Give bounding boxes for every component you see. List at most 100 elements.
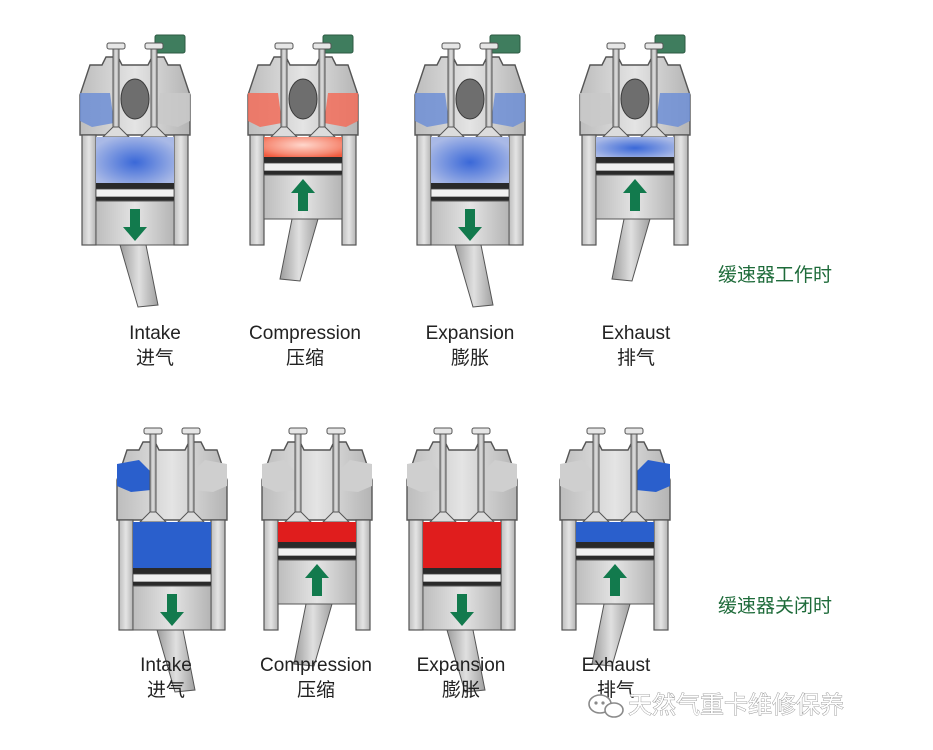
piston-ring [264, 171, 342, 175]
exhaust-port [483, 460, 517, 492]
cylinder-wall-left [581, 134, 597, 246]
connecting-rod [591, 603, 631, 667]
engine-cylinder [116, 427, 228, 693]
arrow-up-icon [623, 179, 647, 211]
valve-cap [326, 427, 346, 435]
cylinder-wall-right [673, 134, 689, 246]
intake-port [560, 460, 594, 492]
exhaust-port [491, 93, 525, 127]
piston-ring [576, 556, 654, 560]
cylinder-wall-right [210, 519, 226, 631]
valve-stem [280, 48, 288, 128]
injector-housing [120, 78, 150, 120]
arrow-up-icon [291, 179, 315, 211]
watermark-text: 天然气重卡维修保养 [628, 691, 844, 719]
row-label: 缓速器工作时 [718, 264, 832, 286]
connecting-rod [279, 218, 319, 282]
arrow-down-icon [160, 594, 184, 626]
combustion-chamber [431, 137, 509, 183]
piston-ring [278, 556, 356, 560]
cylinder-wall-left [81, 134, 97, 246]
piston-band [263, 162, 343, 172]
cylinder-wall-left [118, 519, 134, 631]
stroke-label-en: Compression [260, 655, 372, 676]
connecting-rod [446, 629, 486, 693]
engine-cylinder [579, 34, 691, 282]
exhaust-port [656, 93, 690, 127]
piston-ring [596, 171, 674, 175]
cylinder-wall-left [561, 519, 577, 631]
stroke-label-zh: 排气 [597, 679, 635, 701]
valve-stem [630, 433, 638, 513]
arrow-up-icon [603, 564, 627, 596]
cylinder-wall-left [416, 134, 432, 246]
piston-band [95, 188, 175, 198]
cylinder-wall-left [408, 519, 424, 631]
stroke-label-en: Exhaust [602, 323, 671, 344]
combustion-chamber [596, 137, 674, 157]
piston-band [595, 162, 675, 172]
stroke-label-zh: 进气 [147, 679, 185, 701]
combustion-chamber [264, 137, 342, 157]
valve-cap [274, 42, 294, 50]
engine-cylinder [406, 427, 518, 693]
connecting-rod [454, 244, 494, 308]
exhaust-port [338, 460, 372, 492]
valve-stem [439, 433, 447, 513]
valve-stem [650, 48, 658, 128]
piston-band [422, 573, 502, 583]
valve-stem [485, 48, 493, 128]
intake-port [415, 93, 449, 127]
cylinder-wall-right [500, 519, 516, 631]
injector-housing [620, 78, 650, 120]
valve-cap [586, 427, 606, 435]
piston-ring [431, 197, 509, 201]
piston-ring [96, 183, 174, 189]
valve-cap [433, 427, 453, 435]
valve-cap [441, 42, 461, 50]
arrow-down-icon [123, 209, 147, 241]
cylinder-wall-right [341, 134, 357, 246]
intake-port [407, 460, 441, 492]
valve-cap [312, 42, 332, 50]
stroke-label-zh: 排气 [617, 347, 655, 369]
cylinder-wall-right [355, 519, 371, 631]
watermark: 天然气重卡维修保养 [588, 691, 844, 719]
row-retarder-on: Intake 进气 Compression 压缩 Expansion 膨胀 Ex… [79, 34, 832, 369]
combustion-chamber [576, 522, 654, 542]
chat-bubble-icon [588, 694, 624, 718]
engine-cylinder [261, 427, 373, 667]
piston-band [575, 547, 655, 557]
valve-cap [644, 42, 664, 50]
injector-housing [288, 78, 318, 120]
valve-stem [332, 433, 340, 513]
engine-cylinder [414, 34, 526, 308]
stroke-label-en: Intake [140, 655, 192, 676]
injector-housing [455, 78, 485, 120]
valve-stem [149, 433, 157, 513]
intake-port [117, 460, 151, 492]
valve-stem [447, 48, 455, 128]
piston-ring [596, 157, 674, 163]
intake-port [248, 93, 282, 127]
valve-cap [624, 427, 644, 435]
exhaust-port [193, 460, 227, 492]
valve-stem [294, 433, 302, 513]
engine-cylinder [247, 34, 359, 282]
valve-cap [106, 42, 126, 50]
cylinder-wall-right [173, 134, 189, 246]
cylinder-wall-left [263, 519, 279, 631]
valve-stem [477, 433, 485, 513]
piston-band [132, 573, 212, 583]
combustion-chamber [423, 522, 501, 568]
piston-ring [96, 197, 174, 201]
row-label: 缓速器关闭时 [718, 595, 832, 617]
connecting-rod [156, 629, 196, 693]
combustion-chamber [278, 522, 356, 542]
valve-stem [592, 433, 600, 513]
combustion-chamber [133, 522, 211, 568]
intake-port [580, 93, 614, 127]
stroke-label-en: Compression [249, 323, 361, 344]
valve-cap [143, 427, 163, 435]
